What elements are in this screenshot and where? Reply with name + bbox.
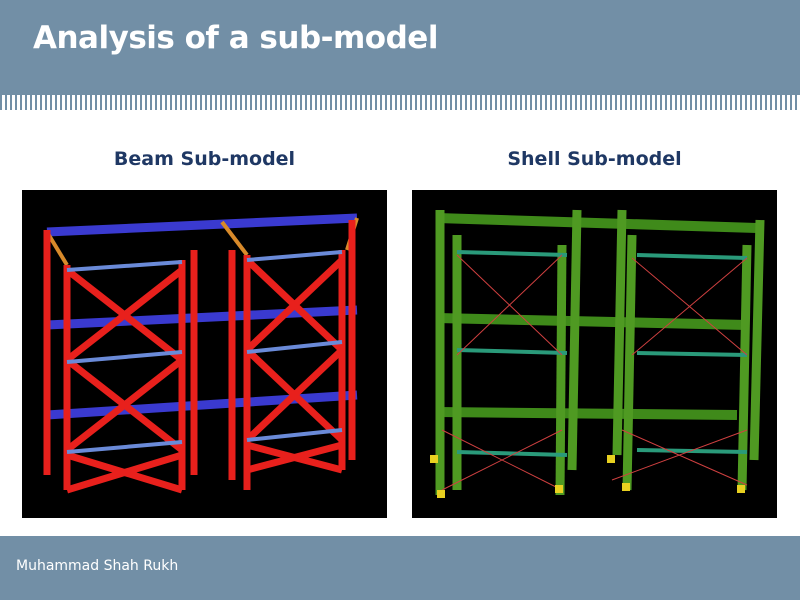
shell-submodel-caption: Shell Sub-model <box>507 148 682 170</box>
title-bar: Analysis of a sub-model <box>0 0 800 95</box>
beam-submodel-image <box>22 190 387 518</box>
decorative-stripe-divider <box>0 95 800 110</box>
beam-submodel-caption: Beam Sub-model <box>113 148 296 170</box>
shell-submodel-image <box>412 190 777 518</box>
footer-author: Muhammad Shah Rukh <box>16 558 179 574</box>
slide-title: Analysis of a sub-model <box>33 20 438 56</box>
footer-bar: Muhammad Shah Rukh <box>0 536 800 600</box>
